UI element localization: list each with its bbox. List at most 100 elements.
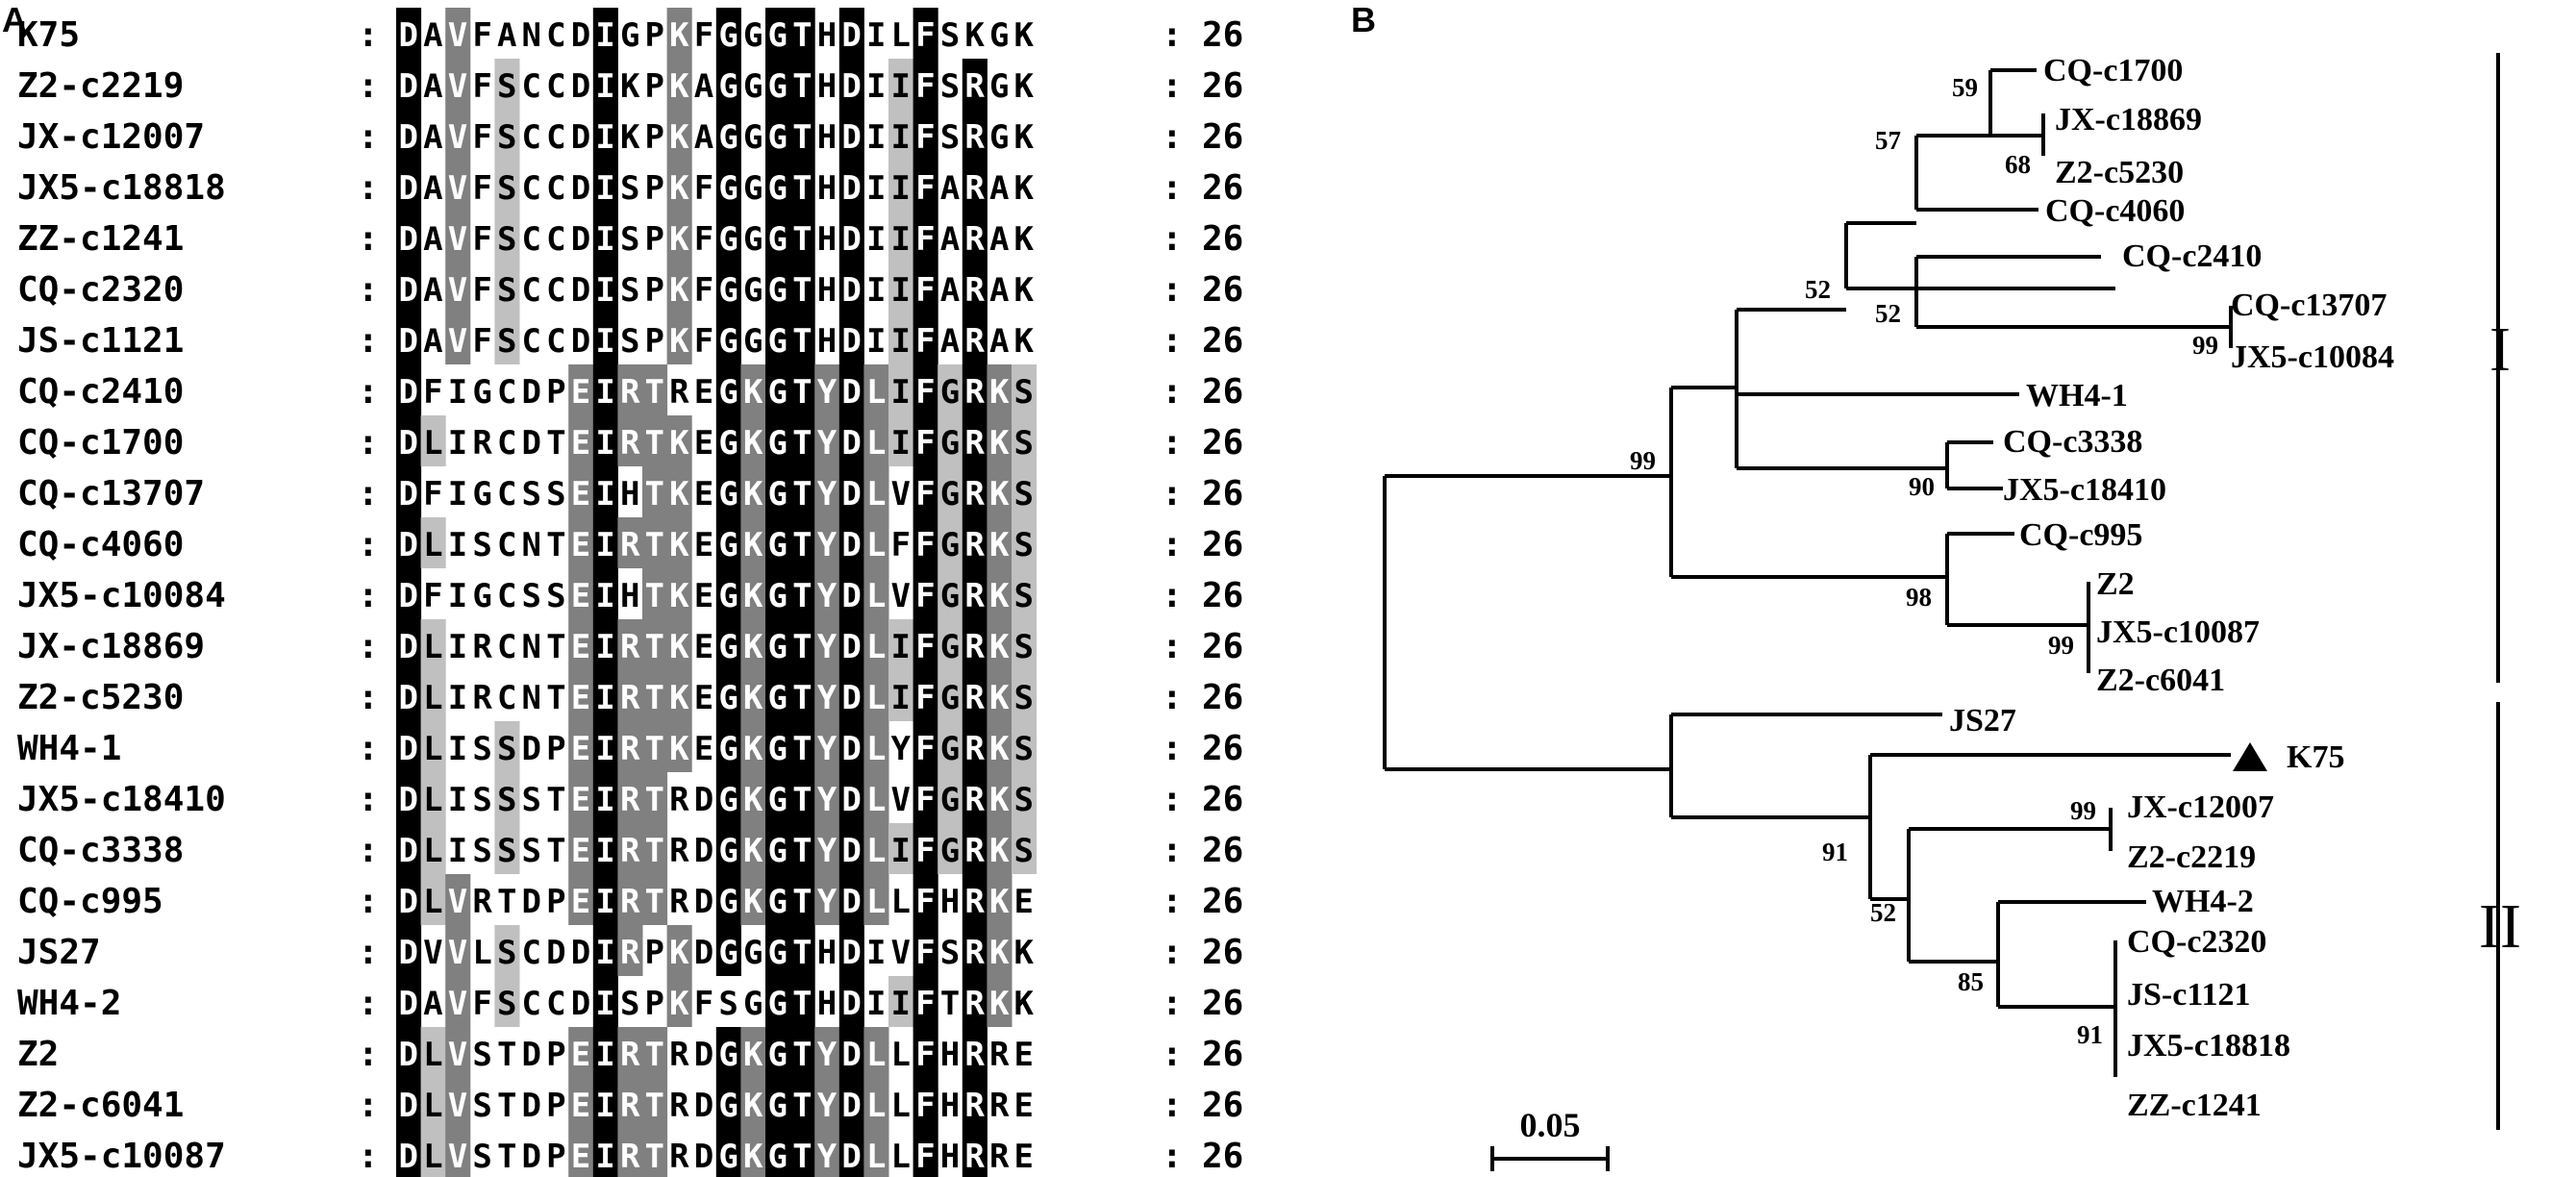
residue-shade: [396, 313, 422, 364]
residue: I: [866, 118, 886, 157]
leaf-label: K75: [2287, 739, 2344, 775]
residue: I: [595, 424, 614, 463]
residue: K: [743, 1138, 763, 1176]
residue: L: [866, 832, 886, 870]
residue: D: [399, 577, 418, 615]
residue-shade: [396, 823, 422, 874]
residue: S: [620, 169, 639, 208]
branch-f: [1945, 440, 2003, 490]
residue-shade: [445, 263, 471, 313]
separator: :: [358, 780, 379, 819]
residue: I: [866, 271, 886, 310]
bootstrap-value: 57: [1875, 126, 1901, 155]
residue-shade: [913, 1129, 938, 1177]
residue: E: [694, 526, 713, 564]
residue-shade: [814, 670, 840, 721]
residue: S: [1014, 781, 1034, 819]
residue: F: [423, 577, 442, 615]
separator: :: [1162, 729, 1183, 768]
residue: S: [522, 577, 541, 615]
residue: P: [546, 1036, 565, 1074]
residue: I: [866, 169, 886, 208]
residue-shade: [888, 619, 914, 670]
residue: G: [718, 832, 738, 870]
residue: R: [964, 67, 985, 106]
residue: G: [718, 730, 738, 768]
residue: D: [522, 424, 541, 463]
sequence-name: CQ-c2410: [17, 372, 184, 412]
residue-shade: [740, 466, 766, 517]
residue-shade: [913, 772, 938, 823]
sequence-name: JX5-c10087: [17, 1137, 226, 1176]
residue-shade: [740, 823, 766, 874]
residue-shade: [838, 1129, 864, 1177]
residue-shade: [962, 161, 988, 212]
residue-shade: [888, 670, 914, 721]
residue: K: [669, 628, 689, 666]
residue: P: [546, 1138, 565, 1176]
separator: :: [358, 984, 379, 1023]
residue: S: [718, 985, 738, 1023]
residue: L: [472, 934, 491, 972]
residue-shade: [962, 1027, 988, 1078]
residue-shade: [396, 364, 422, 415]
residue-count: 26: [1202, 372, 1243, 412]
residue-shade: [863, 517, 889, 568]
residue: T: [792, 883, 812, 921]
residue: G: [718, 424, 738, 463]
residue: G: [768, 271, 788, 310]
scale-bar: [1490, 1146, 1610, 1171]
residue-shade: [814, 1078, 840, 1129]
residue: R: [964, 271, 985, 310]
residue: R: [964, 1138, 985, 1176]
residue: R: [669, 1036, 689, 1074]
residue: G: [768, 169, 788, 208]
residue: D: [841, 985, 861, 1023]
residue: C: [522, 169, 541, 208]
residue-shade: [666, 568, 692, 619]
residue-shade: [592, 976, 618, 1027]
residue: I: [448, 577, 467, 615]
residue: D: [399, 1138, 418, 1176]
residue-shade: [987, 466, 1013, 517]
residue: E: [571, 781, 590, 819]
clade-1-label: I: [2489, 314, 2511, 385]
residue-shade: [814, 721, 840, 772]
residue: L: [423, 781, 442, 819]
residue-shade: [789, 721, 815, 772]
residue: S: [472, 781, 491, 819]
residue: I: [448, 832, 467, 870]
residue-shade: [1012, 517, 1038, 568]
residue: L: [423, 1138, 442, 1176]
sequence-name: CQ-c4060: [17, 525, 184, 564]
residue: V: [891, 934, 911, 972]
residue: K: [669, 118, 689, 157]
residue: D: [841, 118, 861, 157]
residue-shade: [642, 772, 668, 823]
separator: :: [1162, 66, 1183, 106]
residue: G: [768, 628, 788, 666]
residue: S: [1014, 475, 1034, 513]
residue-shade: [838, 466, 864, 517]
residue-shade: [642, 1027, 668, 1078]
residue-shade: [715, 110, 741, 161]
residue: C: [546, 271, 565, 310]
residue-shade: [740, 568, 766, 619]
residue: E: [571, 577, 590, 615]
residue: G: [718, 475, 738, 513]
residue: D: [399, 373, 418, 412]
branch-i: [1907, 827, 2111, 964]
residue-shade: [913, 1078, 938, 1129]
residue: G: [940, 577, 960, 615]
residue-shade: [888, 415, 914, 466]
residue: S: [472, 832, 491, 870]
residue: I: [866, 985, 886, 1023]
residue-shade: [715, 517, 741, 568]
residue: P: [546, 730, 565, 768]
residue: A: [423, 169, 442, 208]
residue-shade: [765, 874, 791, 925]
residue-shade: [789, 1027, 815, 1078]
tree-branches: [1383, 53, 2500, 1171]
residue: A: [423, 985, 442, 1023]
residue: T: [546, 526, 565, 564]
